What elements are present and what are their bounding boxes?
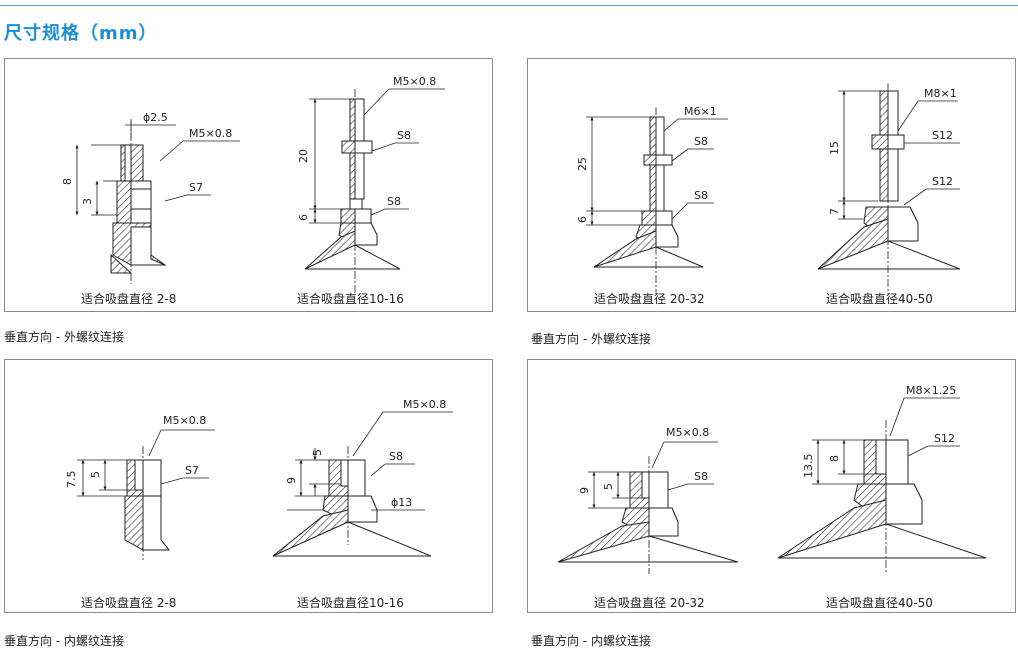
dim-long-label: 20	[297, 149, 310, 163]
dim-inner-label: 5	[602, 483, 615, 490]
page-title: 尺寸规格（mm）	[4, 23, 158, 44]
thread-label: M5×0.8	[393, 75, 436, 88]
caption-right: 适合吸盘直径10-16	[297, 596, 404, 610]
fitting-right	[272, 446, 432, 557]
hex-label: S8	[389, 450, 403, 463]
dim-top-label: 5	[311, 449, 324, 456]
hex-top-label: S8	[397, 129, 411, 142]
fitting-left	[593, 107, 704, 294]
drawing-panel-internal-large: M5×0.8 S8 9 5 M8×1.25 S12 13.5 8	[527, 359, 1016, 613]
dim-total-label: 13.5	[802, 454, 815, 479]
technical-drawing: M5×0.8 S7 7.5 5 M5	[65, 398, 453, 560]
fitting-left	[124, 446, 171, 560]
fitting-right	[817, 83, 961, 294]
thread-label: M6×1	[684, 105, 717, 118]
thread-label: M5×0.8	[403, 398, 446, 411]
dim-long-label: 15	[828, 141, 841, 155]
dim-total-label: 9	[578, 487, 591, 494]
thread-label: M8×1	[924, 87, 957, 100]
caption-right: 适合吸盘直径10-16	[297, 292, 404, 306]
hex-label: S7	[185, 464, 199, 477]
dim-long-label: 25	[576, 157, 589, 171]
drawing-panel-external-large: M6×1 S8 S8 25 6 M8×1 S12	[527, 58, 1016, 312]
fitting-left	[557, 456, 739, 574]
hex-top-label: S8	[694, 135, 708, 148]
dim-short-label: 6	[576, 216, 589, 223]
section-label: 垂直方向 - 内螺纹连接	[4, 634, 124, 648]
hex-bottom-label: S8	[387, 195, 401, 208]
fitting-right	[304, 89, 401, 294]
caption-right: 适合吸盘直径40-50	[826, 292, 933, 306]
dim-total-label: 9	[285, 477, 298, 484]
hex-bottom-label: S12	[932, 175, 953, 188]
section-label: 垂直方向 - 外螺纹连接	[4, 330, 124, 344]
thread-label: M5×0.8	[189, 127, 232, 140]
drawing-panel-external-small: ϕ2.5 M5×0.8 S7 8 3	[4, 58, 493, 312]
dim-short-label: 7	[828, 208, 841, 215]
thread-label: M5×0.8	[666, 426, 709, 439]
dim-inner-label: 5	[89, 471, 102, 478]
caption-left: 适合吸盘直径 20-32	[594, 292, 705, 306]
fitting-right	[777, 420, 987, 574]
caption-left: 适合吸盘直径 2-8	[81, 292, 177, 306]
dim-total-label: 7.5	[65, 471, 78, 489]
technical-drawing: M5×0.8 S8 9 5 M8×1.25 S12 13.5 8	[557, 384, 987, 574]
drawing-panel-internal-small: M5×0.8 S7 7.5 5 M5	[4, 359, 493, 613]
dim-hex-label: 3	[81, 198, 94, 205]
fitting-left	[110, 119, 167, 284]
top-divider	[0, 5, 1018, 6]
caption-left: 适合吸盘直径 2-8	[81, 596, 177, 610]
diameter-label: ϕ2.5	[143, 111, 168, 124]
hex-top-label: S12	[932, 129, 953, 142]
hex-bottom-label: S8	[694, 189, 708, 202]
section-label: 垂直方向 - 外螺纹连接	[531, 332, 651, 346]
thread-label: M5×0.8	[163, 414, 206, 427]
dim-total-label: 8	[61, 178, 74, 185]
thread-label: M8×1.25	[906, 384, 956, 397]
caption-left: 适合吸盘直径 20-32	[594, 596, 705, 610]
diameter-label: ϕ13	[391, 496, 412, 509]
section-label: 垂直方向 - 内螺纹连接	[531, 634, 651, 648]
hex-label: S8	[694, 470, 708, 483]
hex-label: S7	[189, 181, 203, 194]
dim-short-label: 6	[297, 214, 310, 221]
hex-label: S12	[934, 432, 955, 445]
caption-right: 适合吸盘直径40-50	[826, 596, 933, 610]
technical-drawing: ϕ2.5 M5×0.8 S7 8 3	[61, 75, 445, 294]
technical-drawing: M6×1 S8 S8 25 6 M8×1 S12	[576, 83, 961, 294]
dim-inner-label: 8	[828, 455, 841, 462]
